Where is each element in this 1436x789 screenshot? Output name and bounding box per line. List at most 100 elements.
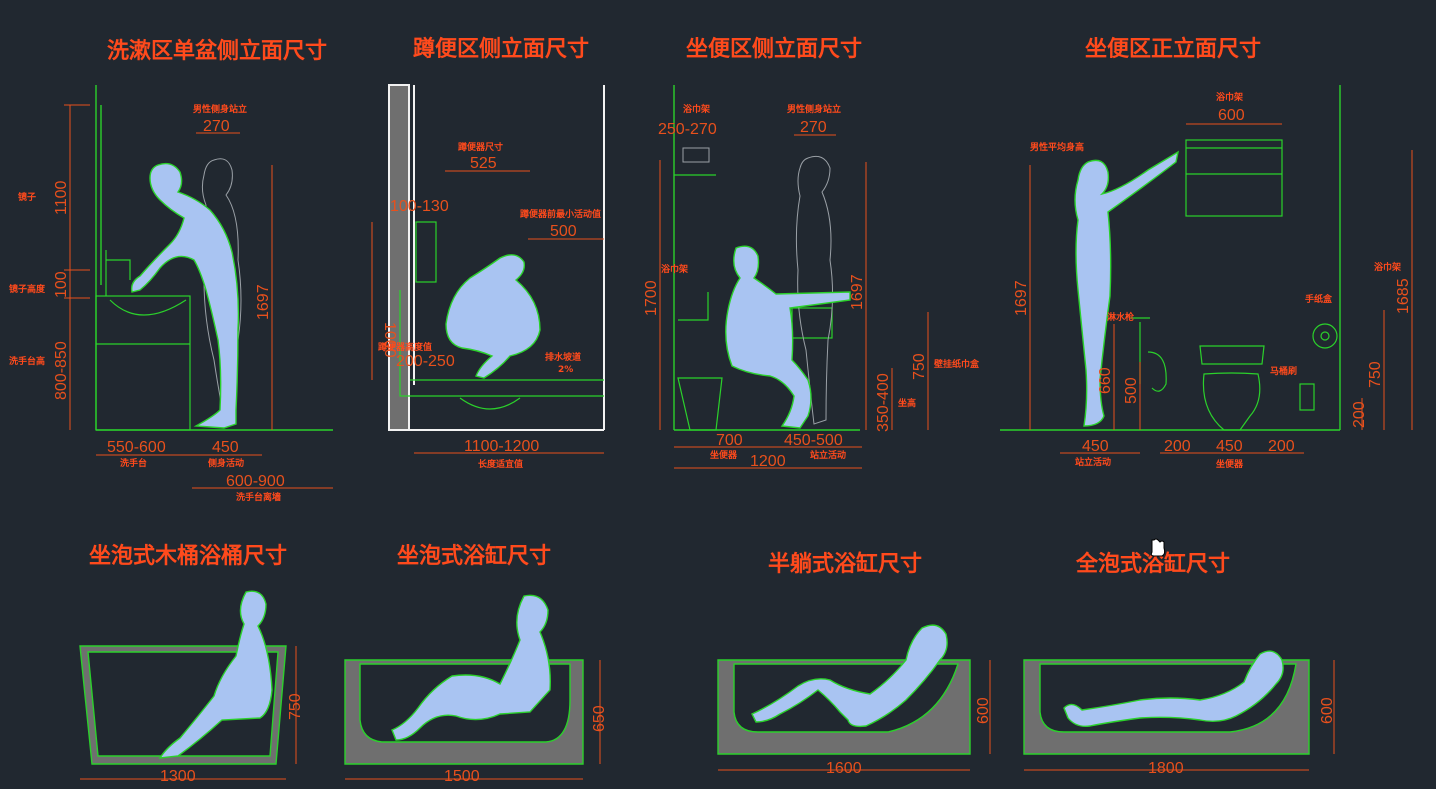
lbl-squat-len: 长度适宜值: [478, 458, 523, 470]
standing-man-front: [1074, 150, 1179, 427]
full-tub-figure: [1063, 650, 1284, 728]
dim-squat-len: 1100-1200: [464, 438, 539, 455]
sit-tub-figure: [391, 594, 551, 741]
wood-tub-body: [79, 645, 287, 765]
squat-pipe: [399, 290, 604, 397]
dim-wood-w: 1300: [160, 768, 196, 785]
lbl-squat-drain: 排水坡道: [545, 351, 581, 363]
lbl-spray: 淋水枪: [1107, 311, 1135, 323]
toilet-brush: [1299, 383, 1315, 411]
dim-seat: 350-400: [875, 373, 892, 432]
dim-side: 270: [203, 118, 230, 135]
lbl-squat-min: 蹲便器前最小活动值: [520, 208, 601, 220]
dim-full-w: 1800: [1148, 760, 1184, 777]
lbl-paper: 手纸盒: [1305, 293, 1333, 305]
dim-500: 500: [1123, 377, 1140, 404]
lbl-seat: 坐高: [898, 397, 916, 409]
lbl-toilet-front: 坐便器: [1216, 458, 1244, 470]
tub-full: 600 1800: [1023, 650, 1336, 777]
lbl-side: 男性侧身站立: [193, 103, 247, 115]
dim-squat-min: 500: [550, 223, 577, 240]
dim-mirror-h: 100: [53, 271, 70, 298]
squat-pan: [459, 397, 521, 410]
dim-660: 660: [1097, 367, 1114, 394]
tub-half: 600 1600: [717, 624, 992, 777]
lbl-brush: 马桶刷: [1270, 365, 1297, 377]
paper-roll: [1312, 323, 1338, 349]
dim-200-right: 200: [1268, 438, 1295, 455]
lbl-700: 坐便器: [710, 449, 738, 461]
lbl-stand-front: 站立活动: [1075, 456, 1111, 468]
seated-man-figure: [725, 245, 851, 429]
leaning-man-figure: [130, 162, 240, 429]
lbl-paper-box: 壁挂纸巾盒: [934, 358, 980, 370]
dim-200-vertical: 200: [1351, 401, 1368, 428]
dim-750-front: 750: [1367, 361, 1384, 388]
dim-squat-1000: 1000: [381, 322, 398, 358]
half-tub-figure: [751, 624, 948, 728]
faucet: [105, 250, 131, 296]
title-washbasin: 洗漱区单盆侧立面尺寸: [107, 38, 327, 64]
dim-sit-w: 1500: [444, 768, 480, 785]
dim-towel-side: 250-270: [658, 121, 717, 138]
basin: [109, 299, 187, 316]
dim-squat-pan: 200-250: [396, 353, 455, 370]
lbl-male-avg: 男性平均身高: [1030, 141, 1084, 153]
title-sit-tub: 坐泡式浴缸尺寸: [397, 543, 551, 569]
dim-450-stand: 450: [1082, 438, 1109, 455]
tissue-box-side: [791, 307, 833, 339]
toilet-bowl-front: [1199, 345, 1265, 431]
dim-200-left: 200: [1164, 438, 1191, 455]
tub-wood: 750 1300: [79, 590, 304, 785]
ghost-man-side: [795, 155, 834, 425]
title-toilet-front: 坐便区正立面尺寸: [1085, 36, 1261, 62]
dim-squat-tank: 100-130: [390, 198, 449, 215]
lbl-stand-side: 站立活动: [810, 449, 846, 461]
dim-1700: 1700: [643, 280, 660, 316]
title-wood-tub: 坐泡式木桶浴桶尺寸: [89, 543, 287, 569]
towel-rack-side: [682, 147, 710, 163]
val-squat-drain: 2%: [558, 365, 573, 375]
dim-basin: 550-600: [107, 439, 166, 456]
dim-wood-h: 750: [287, 693, 304, 720]
lbl-mirror-h: 镜子高度: [9, 283, 46, 295]
squat-wall: [388, 84, 410, 431]
dim-towel-front: 600: [1218, 107, 1245, 124]
dim-750-side: 750: [911, 353, 928, 380]
lbl-squat-size: 蹲便器尺寸: [458, 141, 503, 153]
lbl-towel2-front: 浴巾架: [1374, 261, 1401, 273]
dim-1697-side: 1697: [849, 274, 866, 310]
lbl-towel2-side: 浴巾架: [661, 263, 688, 275]
dim-squat-size: 525: [470, 155, 497, 172]
sit-tub-body: [344, 659, 584, 765]
tub-sit: 650 1500: [344, 594, 608, 785]
dim-half-h: 600: [975, 697, 992, 724]
title-squat: 蹲便区侧立面尺寸: [413, 36, 589, 62]
dim-side-stand: 270: [800, 119, 827, 136]
half-tub-body: [717, 659, 971, 755]
lbl-towel-side: 浴巾架: [683, 103, 710, 115]
squatting-man-figure: [445, 254, 541, 379]
dim-full-h: 600: [1319, 697, 1336, 724]
hand-cursor-icon: [1150, 538, 1166, 557]
lbl-wall: 洗手台离墙: [236, 491, 281, 503]
dim-wall: 600-900: [226, 473, 285, 490]
panel-washbasin: 男性侧身站立 270 镜子 镜子高度 洗手台高 1100 100 800-850…: [9, 85, 333, 503]
lbl-basin: 洗手台: [120, 457, 147, 469]
lbl-squat-pan: 蹲便器高度值: [378, 341, 432, 353]
title-toilet-side: 坐便区侧立面尺寸: [686, 36, 862, 62]
towel-rack-front: [1185, 139, 1283, 217]
wood-tub-figure: [158, 590, 273, 759]
dim-mirror: 1100: [53, 180, 70, 215]
dim-1685: 1685: [1395, 278, 1412, 314]
dim-450-toilet: 450: [1216, 438, 1243, 455]
lbl-mirror: 镜子: [18, 191, 36, 203]
dim-1200: 1200: [750, 453, 786, 470]
lbl-towel-front: 浴巾架: [1216, 91, 1243, 103]
dim-1697-front: 1697: [1013, 280, 1030, 316]
dim-counter: 800-850: [53, 341, 70, 400]
lbl-side-act: 侧身活动: [208, 457, 244, 469]
dim-height: 1697: [255, 284, 272, 320]
squat-tank: [415, 221, 437, 283]
